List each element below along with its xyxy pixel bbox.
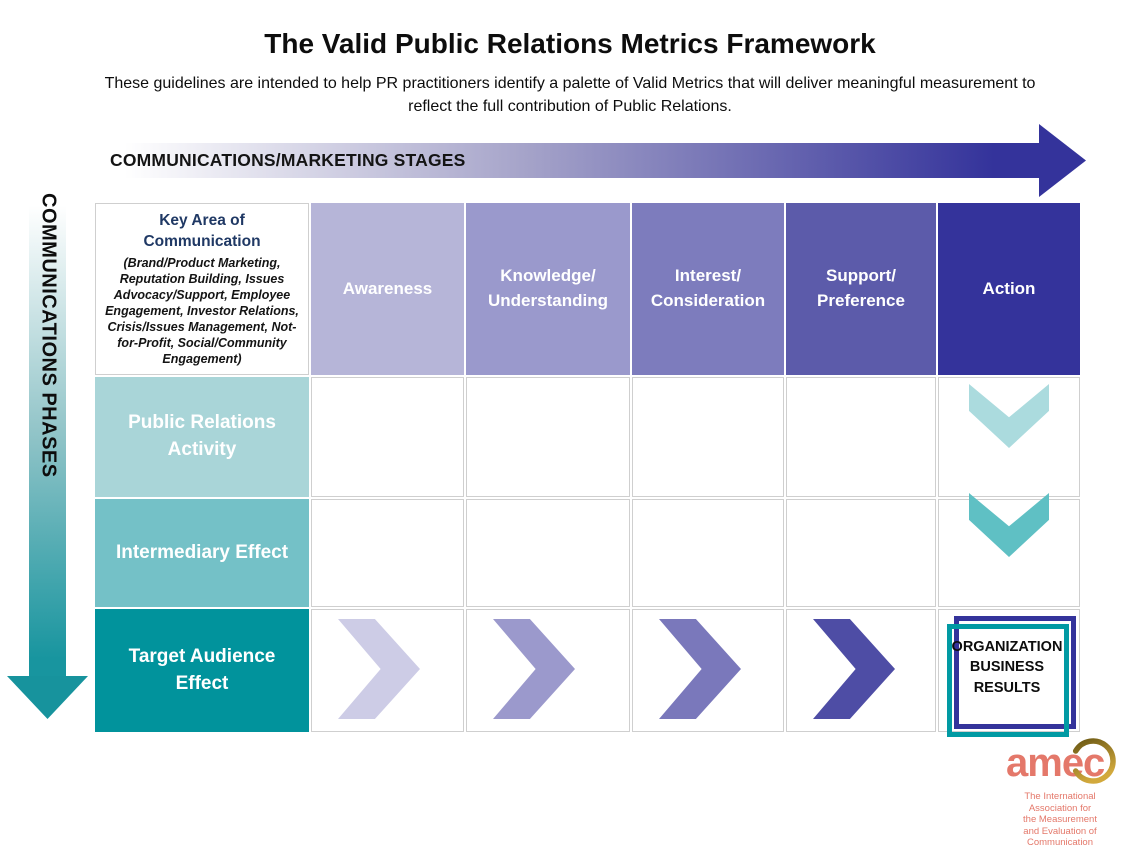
result-box-inner-frame	[947, 624, 1069, 737]
stage-header-awareness: Awareness	[311, 203, 464, 375]
chevron-down-icon	[969, 493, 1049, 557]
matrix-cell	[632, 377, 784, 497]
result-box-outer-frame	[954, 616, 1076, 729]
matrix-cell	[632, 609, 784, 732]
amec-tagline: The International Association for the Me…	[1023, 791, 1097, 848]
chevron-right-icon	[338, 619, 420, 719]
matrix-cell	[786, 609, 936, 732]
stage-header-interest-consideration: Interest/ Consideration	[632, 203, 784, 375]
phases-arrow-body	[29, 196, 66, 678]
phase-header-intermediary-effect: Intermediary Effect	[95, 499, 309, 607]
matrix-cell	[938, 377, 1080, 497]
phases-arrow-head-icon	[7, 676, 88, 719]
matrix-cell	[466, 499, 630, 607]
organization-business-results-label: ORGANIZATION BUSINESS RESULTS	[951, 639, 1063, 696]
matrix-cell	[786, 499, 936, 607]
matrix-cell	[311, 499, 464, 607]
amec-swoosh-icon	[1072, 738, 1116, 784]
stages-arrow-head-icon	[1039, 124, 1086, 197]
stages-axis-label: COMMUNICATIONS/MARKETING STAGES	[110, 150, 466, 170]
phase-header-target-audience-effect: Target Audience Effect	[95, 609, 309, 732]
matrix-cell	[786, 377, 936, 497]
chevron-right-icon	[493, 619, 575, 719]
stage-header-action: Action	[938, 203, 1080, 375]
matrix-cell	[466, 377, 630, 497]
matrix-cell	[938, 493, 1080, 607]
corner-cell-key-area: Key Area of Communication (Brand/Product…	[95, 203, 309, 375]
phases-axis-label: COMMUNICATIONS PHASES	[37, 193, 60, 478]
page-title: The Valid Public Relations Metrics Frame…	[264, 28, 876, 59]
matrix-cell	[311, 609, 464, 732]
key-area-detail: (Brand/Product Marketing, Reputation Bui…	[105, 255, 299, 366]
stages-arrow-body	[106, 143, 1040, 178]
chevron-right-icon	[813, 619, 895, 719]
stage-header-support-preference: Support/ Preference	[786, 203, 936, 375]
matrix-cell-organization-results: ORGANIZATION BUSINESS RESULTS	[938, 609, 1080, 737]
key-area-heading: Key Area of Communication	[143, 212, 261, 250]
matrix-cell	[632, 499, 784, 607]
matrix-cell	[311, 377, 464, 497]
page-subtitle: These guidelines are intended to help PR…	[104, 75, 1036, 115]
stage-header-knowledge-understanding: Knowledge/ Understanding	[466, 203, 630, 375]
amec-brand-text: amec	[1006, 741, 1105, 785]
chevron-down-icon	[969, 384, 1049, 448]
phase-header-public-relations-activity: Public Relations Activity	[95, 377, 309, 497]
amec-logo: amec The International Association for t…	[1004, 738, 1122, 848]
matrix-cell	[466, 609, 630, 732]
framework-matrix: Key Area of Communication (Brand/Product…	[95, 203, 1080, 737]
chevron-right-icon	[659, 619, 741, 719]
